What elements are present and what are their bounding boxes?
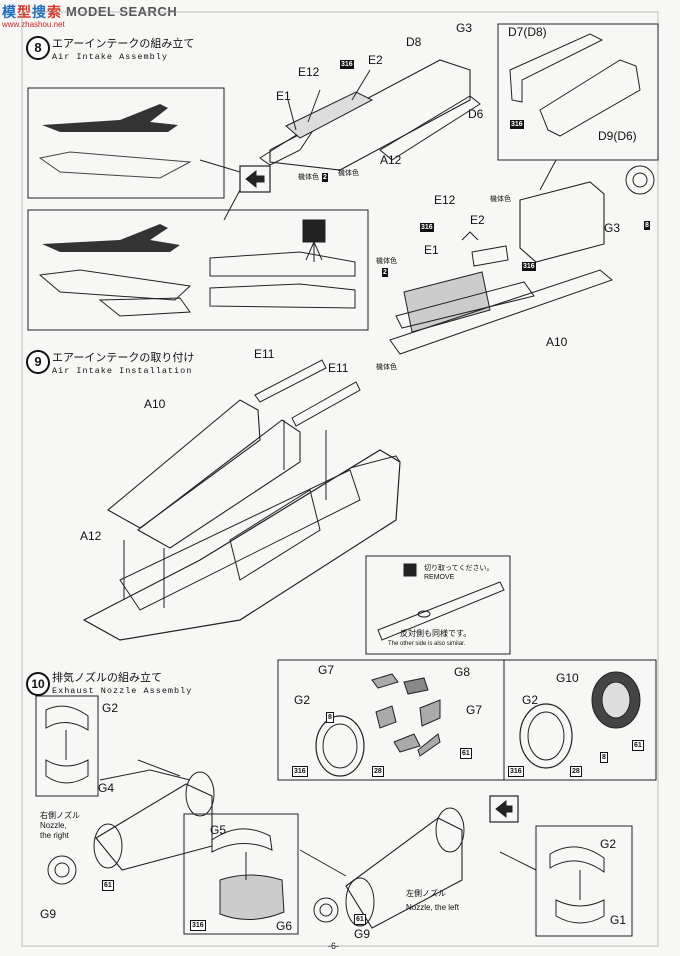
- paint-code-316: 316: [340, 60, 354, 69]
- watermark-url: www.zhashou.net: [2, 20, 65, 29]
- part-label-g1: G1: [610, 913, 627, 927]
- part-label-a10-b: A10: [144, 397, 166, 411]
- paint-code-2-b: 2: [382, 268, 388, 277]
- paint-code-61-c: 61: [102, 880, 114, 891]
- part-label-g2: G2: [102, 701, 119, 715]
- part-label-g2-b: G2: [294, 693, 311, 707]
- step-9-title-jp: エアーインテークの取り付け: [52, 352, 195, 364]
- part-label-e12-b: E12: [434, 193, 456, 207]
- step-9-number: 9: [26, 350, 50, 374]
- step-10-number: 10: [26, 672, 50, 696]
- part-label-g10: G10: [556, 671, 579, 685]
- part-label-g7-b: G7: [466, 703, 483, 717]
- jet-silhouette-top: [42, 104, 178, 132]
- part-label-g3-b: G3: [604, 221, 621, 235]
- paint-code-8-c: 8: [600, 752, 608, 763]
- right-nozzle-en-2: the right: [40, 831, 69, 840]
- part-label-d8: D8: [406, 35, 422, 49]
- left-nozzle-jp: 左側ノズル: [406, 889, 446, 898]
- part-label-a12: A12: [380, 153, 402, 167]
- part-label-g5: G5: [210, 823, 227, 837]
- part-label-e2-b: E2: [470, 213, 485, 227]
- part-label-g9-b: G9: [354, 927, 371, 941]
- part-label-d6: D6: [468, 107, 484, 121]
- part-label-g3: G3: [456, 21, 473, 35]
- watermark-brand: MODEL SEARCH: [66, 4, 178, 19]
- paint-code-316-d: 316: [522, 262, 536, 271]
- step-8-title-jp: エアーインテークの組み立て: [52, 38, 195, 50]
- other-side-note-en: The other side is also similar.: [388, 641, 466, 647]
- paint-code-61-d: 61: [354, 914, 366, 925]
- part-label-e12: E12: [298, 65, 320, 79]
- part-label-e11-b: E11: [328, 361, 349, 375]
- paint-code-316-e: 316: [292, 766, 308, 777]
- page-number: -6-: [328, 941, 339, 951]
- step-10-title-jp: 排気ノズルの組み立て: [52, 672, 162, 684]
- part-label-e1: E1: [276, 89, 291, 103]
- paint-code-8-b: 8: [326, 712, 334, 723]
- step-8-number: 8: [26, 36, 50, 60]
- right-nozzle-jp: 右側ノズル: [40, 811, 80, 820]
- step-8-title-en: Air Intake Assembly: [52, 52, 168, 62]
- body-color-note-3: 機体色: [490, 196, 511, 203]
- step-10-title-en: Exhaust Nozzle Assembly: [52, 686, 193, 696]
- paint-code-316-c: 316: [420, 223, 434, 232]
- part-label-g9: G9: [40, 907, 57, 921]
- part-label-e11: E11: [254, 347, 275, 361]
- paint-code-28-b: 28: [570, 766, 582, 777]
- other-side-note-jp: 反対側も同様です。: [400, 629, 472, 638]
- paint-code-28: 28: [372, 766, 384, 777]
- paint-code-61: 61: [460, 748, 472, 759]
- paint-code-8: 8: [644, 221, 650, 230]
- body-color-note-2: 機体色: [338, 170, 359, 177]
- part-label-a12-b: A12: [80, 529, 102, 543]
- part-label-g6: G6: [276, 919, 293, 933]
- remove-note-jp: 切り取ってください。: [424, 565, 494, 572]
- part-label-g4: G4: [98, 781, 115, 795]
- body-color-note: 機体色: [298, 174, 319, 181]
- body-color-note-5: 機体色: [376, 364, 397, 371]
- watermark-logo-glyphs: 模: [2, 4, 16, 20]
- right-nozzle-en-1: Nozzle,: [40, 821, 67, 830]
- part-label-a10: A10: [546, 335, 568, 349]
- body-color-note-4: 機体色: [376, 258, 397, 265]
- part-label-g7: G7: [318, 663, 335, 677]
- paint-code-316-g: 316: [190, 920, 206, 931]
- paint-code-61-b: 61: [632, 740, 644, 751]
- part-label-g2-c: G2: [522, 693, 539, 707]
- remove-note-en: REMOVE: [424, 574, 455, 581]
- left-nozzle-en: Nozzle, the left: [406, 903, 459, 912]
- paint-code-316-f: 316: [508, 766, 524, 777]
- part-label-g8: G8: [454, 665, 471, 679]
- step-9-title-en: Air Intake Installation: [52, 366, 193, 376]
- jet-silhouette-bottom: [42, 224, 180, 252]
- part-label-d7-d8: D7(D8): [508, 25, 547, 39]
- part-label-e2: E2: [368, 53, 383, 67]
- part-label-d9-d6: D9(D6): [598, 129, 637, 143]
- part-label-e1-b: E1: [424, 243, 439, 257]
- paint-code-2: 2: [322, 173, 328, 182]
- paint-code-316-b: 316: [510, 120, 524, 129]
- part-label-g2-d: G2: [600, 837, 617, 851]
